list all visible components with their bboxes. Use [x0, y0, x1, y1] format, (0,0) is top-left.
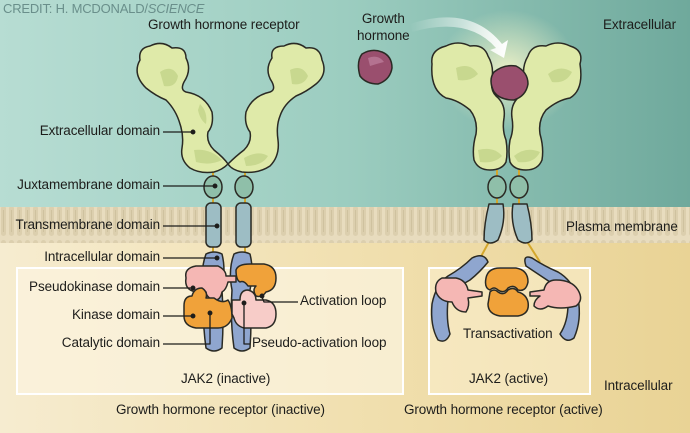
active-extracellular-domain-left	[431, 42, 508, 171]
active-pseudokinase-domain-right	[529, 279, 582, 310]
transmembrane-domain-right	[235, 202, 252, 248]
credit-source: SCIENCE	[147, 1, 205, 16]
receptor-inactive-caption: Growth hormone receptor (inactive)	[116, 402, 325, 417]
receptor-active	[430, 42, 582, 342]
jak2-active-label: JAK2 (active)	[469, 371, 548, 386]
extracellular-domain-label: Extracellular domain	[39, 123, 160, 138]
intracellular-label: Intracellular	[604, 378, 673, 393]
active-juxtamembrane-domain-right	[509, 175, 529, 199]
activation-loop-label: Activation loop	[300, 293, 387, 308]
active-kinase-domain-top	[484, 267, 529, 293]
active-transmembrane-domain-left	[483, 203, 505, 244]
extracellular-domain-left	[136, 42, 229, 174]
growth-hormone-label-line1: Growth	[361, 11, 405, 26]
receptor-active-caption: Growth hormone receptor (active)	[404, 402, 603, 417]
active-pseudokinase-domain-left	[434, 277, 483, 313]
active-transmembrane-domain-right	[511, 203, 533, 244]
transmembrane-domain-left	[205, 202, 222, 248]
plasma-membrane	[0, 207, 690, 243]
jak2-inactive-label: JAK2 (inactive)	[181, 371, 271, 386]
kinase-domain-label: Kinase domain	[71, 307, 160, 322]
pseudo-activation-loop-label: Pseudo-activation loop	[252, 335, 387, 350]
kinase-domain-left	[183, 287, 233, 329]
transactivation-label: Transactivation	[463, 326, 553, 341]
binding-arrow	[410, 17, 508, 58]
credit-prefix: CREDIT: H. MCDONALD/	[3, 1, 148, 16]
receptor-title: Growth hormone receptor	[148, 17, 300, 32]
growth-hormone-label-line2: hormone	[357, 28, 410, 43]
plasma-membrane-label: Plasma membrane	[566, 219, 678, 234]
intracellular-domain-label: Intracellular domain	[44, 249, 160, 264]
receptor-inactive	[136, 42, 325, 352]
growth-hormone-label: Growth hormone	[357, 10, 410, 44]
growth-hormone-bound	[490, 64, 529, 101]
active-kinase-domain-bottom	[487, 287, 530, 317]
pseudokinase-domain-right	[231, 289, 277, 329]
juxtamembrane-domain-label: Juxtamembrane domain	[17, 177, 160, 192]
image-credit: CREDIT: H. MCDONALD/SCIENCE	[3, 1, 204, 16]
pseudokinase-domain-label: Pseudokinase domain	[29, 279, 160, 294]
catalytic-domain-label: Catalytic domain	[61, 335, 160, 350]
active-intracellular-domain-right	[524, 256, 581, 341]
active-juxtamembrane-domain-left	[487, 175, 507, 199]
growth-hormone-free	[357, 49, 393, 85]
juxtamembrane-domain-right	[234, 175, 254, 199]
extracellular-label: Extracellular	[603, 17, 676, 32]
transmembrane-domain-label: Transmembrane domain	[15, 217, 160, 232]
extracellular-region	[0, 0, 690, 212]
